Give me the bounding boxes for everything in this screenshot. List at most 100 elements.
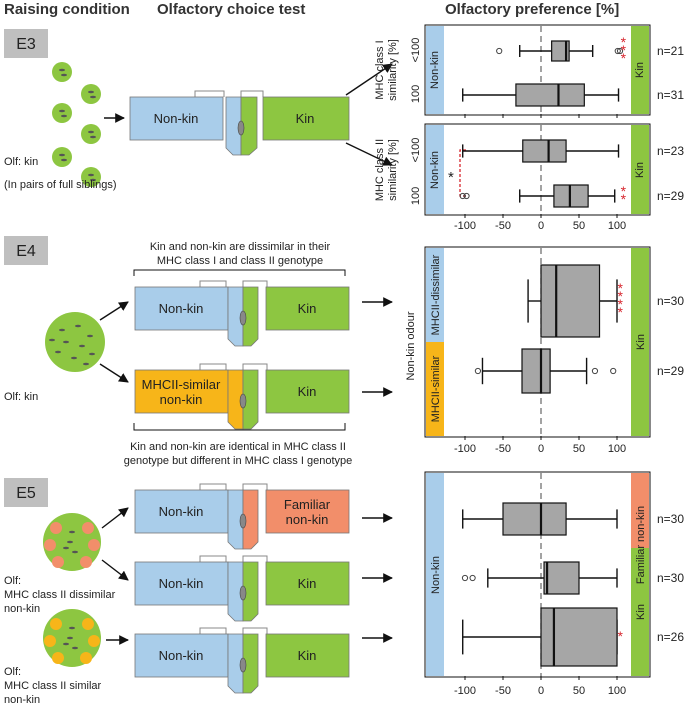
outlier-point	[496, 47, 503, 55]
e3-panel1-cat-high: 100	[410, 85, 422, 103]
e5-olf1-line3: non-kin	[4, 603, 40, 615]
e5-olf2-line3: non-kin	[4, 694, 40, 705]
header-test: Olfactory choice test	[157, 1, 305, 18]
box	[502, 502, 567, 536]
e4-tank1-right-label: Kin	[298, 301, 317, 316]
box	[551, 40, 570, 62]
e3-panel1-cat-low: <100	[410, 38, 422, 63]
x-tick-label: 100	[608, 220, 626, 232]
outlier-star: *	[621, 50, 627, 66]
outlier-point	[463, 192, 470, 200]
e4-tank1-left-label: Non-kin	[159, 301, 204, 316]
e3-tank-right-label: Kin	[296, 111, 315, 126]
x-tick-label: 0	[538, 685, 544, 697]
e5-bowl-dissimilar	[43, 513, 101, 571]
e3-arrow-up	[345, 63, 393, 96]
e4-left-bar-top-text: MHCII-dissimilar	[430, 254, 442, 335]
n-label: n=30	[657, 571, 684, 585]
e5-tank2	[134, 555, 350, 622]
x-tick-label: 0	[538, 220, 544, 232]
e4-panel-right-bar	[631, 248, 649, 436]
box	[553, 184, 589, 208]
e5-arrow-1	[101, 507, 129, 529]
n-label: n=30	[657, 294, 684, 308]
box	[521, 348, 551, 394]
n-label: n=29	[657, 189, 684, 203]
e5-tank3	[134, 627, 350, 694]
e4-odour-label: Non-kin odour	[405, 311, 417, 380]
n-label: n=30	[657, 512, 684, 526]
e4-tank2-left-label-1: MHCII-similar	[142, 377, 221, 392]
box	[543, 561, 580, 595]
e5-tag: E5	[16, 485, 36, 502]
outlier-star: *	[618, 288, 624, 304]
e5-tank1-right-label-2: non-kin	[286, 512, 329, 527]
e3-arrow-down	[345, 142, 393, 166]
outlier-star: *	[618, 628, 624, 644]
outlier-point	[474, 367, 482, 375]
e5-olf2-label: Olf:	[4, 666, 21, 678]
e3-panel2-ylabel-2: similarity [%]	[387, 139, 399, 201]
outlier-point	[459, 192, 466, 200]
header-raising: Raising condition	[4, 1, 130, 18]
outlier-point	[461, 574, 469, 582]
outlier-star: *	[621, 183, 627, 199]
box	[522, 139, 567, 163]
n-label: n=26	[657, 630, 684, 644]
e3-panel1-right-text: Kin	[634, 62, 646, 78]
e5-tank2-left-label: Non-kin	[159, 576, 204, 591]
e4-bracket-bottom	[133, 423, 346, 431]
outlier-star: *	[618, 304, 624, 320]
x-tick-label: 100	[608, 443, 626, 455]
e3-panel2-frame	[424, 123, 651, 216]
e3-panel1-frame	[424, 24, 651, 116]
e5-tank1	[134, 483, 350, 550]
outlier-star: *	[621, 191, 627, 207]
e4-right-bar-text: Kin	[635, 334, 647, 350]
e3-tag-box	[4, 29, 48, 58]
e5-olf1-line2: MHC class II dissimilar	[4, 589, 116, 601]
x-tick-label: 50	[573, 220, 585, 232]
e3-panel2-cat-low: <100	[410, 138, 422, 163]
outlier-point	[616, 47, 624, 55]
e3-panel1-left-text: Non-kin	[429, 51, 441, 89]
e5-olf2-line2: MHC class II similar	[4, 680, 102, 692]
e4-panel-left-bar-bottom	[426, 342, 444, 436]
x-tick-label: -50	[495, 220, 511, 232]
x-tick-label: -100	[454, 220, 476, 232]
e5-tank3-left-label: Non-kin	[159, 648, 204, 663]
e4-tank2-right-label: Kin	[298, 384, 317, 399]
e4-tank2	[134, 363, 350, 430]
e5-right-bar-bottom-text: Kin	[635, 604, 647, 620]
e3-tag: E3	[16, 36, 36, 53]
chart-marks: ***n=21n=31n=23**n=29****n=30n=29n=30n=3…	[454, 26, 684, 697]
x-tick-label: -100	[454, 685, 476, 697]
e4-note-top-2: MHC class I and class II genotype	[157, 255, 323, 267]
e5-tank3-right-label: Kin	[298, 648, 317, 663]
n-label: n=31	[657, 88, 684, 102]
e4-arrow-up	[99, 301, 129, 321]
outlier-point	[610, 367, 617, 375]
e4-arrow-down	[99, 363, 129, 383]
outlier-star: *	[618, 296, 624, 312]
n-label: n=23	[657, 144, 684, 158]
e4-bracket-top	[133, 269, 346, 276]
x-tick-label: 0	[538, 443, 544, 455]
e4-tank2-left-label-2: non-kin	[160, 392, 203, 407]
e4-panel-left-bar-top	[426, 248, 444, 342]
e5-arrow-2	[101, 559, 129, 581]
box	[540, 264, 601, 338]
e5-tank1-left-label: Non-kin	[159, 504, 204, 519]
e4-olf-label: Olf: kin	[4, 391, 38, 403]
outlier-star: *	[621, 34, 627, 50]
e3-tank-left-label: Non-kin	[154, 111, 199, 126]
outlier-point	[614, 47, 621, 55]
e5-tank2-right-label: Kin	[298, 576, 317, 591]
e3-panel2-left-bar	[426, 125, 444, 214]
box	[515, 83, 585, 107]
e3-panel2-cat-high: 100	[410, 187, 422, 205]
x-tick-label: -50	[495, 685, 511, 697]
e3-panel1-left-bar	[426, 26, 444, 114]
e4-left-bar-bottom-text: MHCII-similar	[430, 355, 442, 422]
